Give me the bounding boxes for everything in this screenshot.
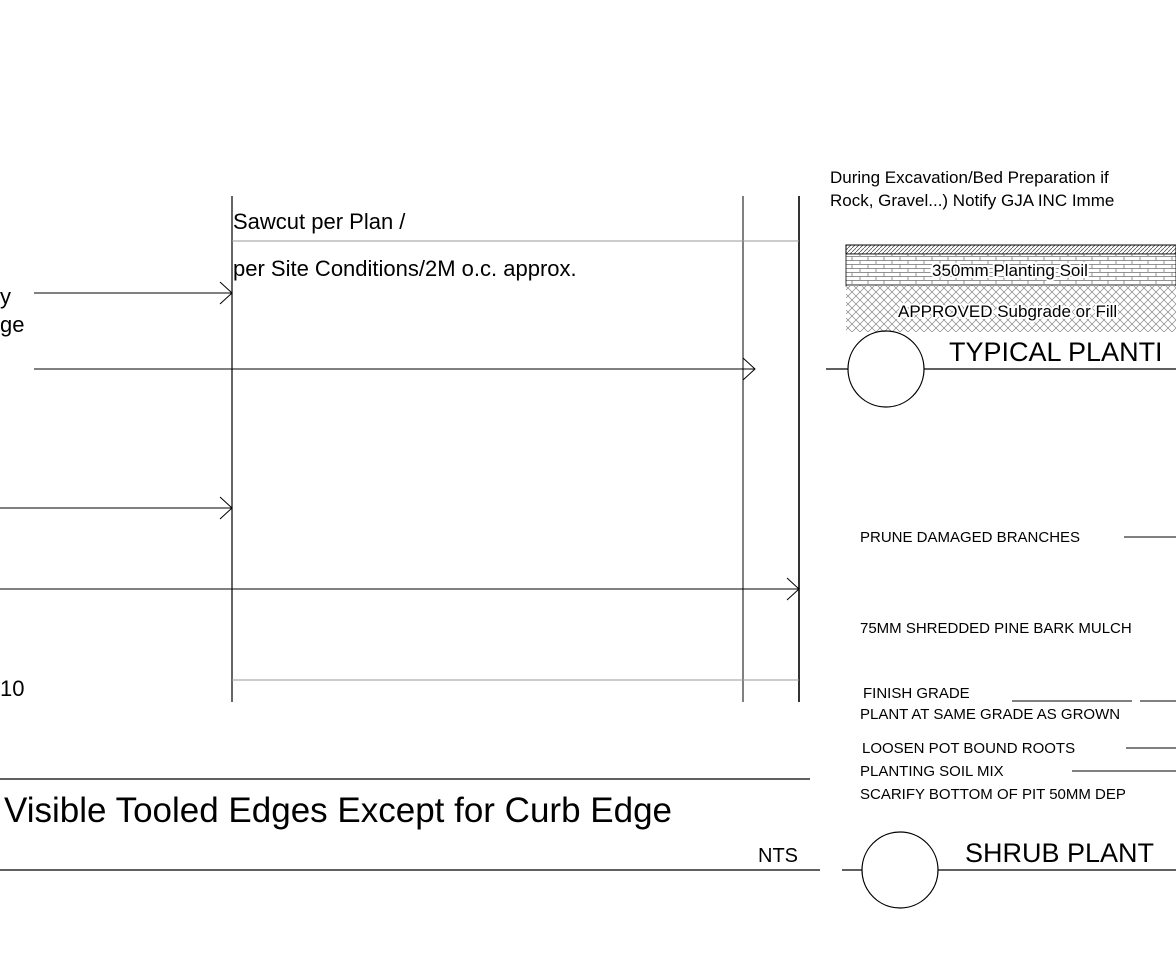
left-edge-detail: Sawcut per Plan / per Site Conditions/2M… bbox=[0, 196, 820, 871]
callout-prune: PRUNE DAMAGED BRANCHES bbox=[860, 529, 1080, 546]
callout-finish-grade: FINISH GRADE bbox=[863, 685, 970, 702]
label-sawcut-line-2: per Site Conditions/2M o.c. approx. bbox=[233, 256, 577, 281]
label-fragment-ge: ge bbox=[0, 312, 24, 337]
shrub-planting-detail: PRUNE DAMAGED BRANCHES 75MM SHREDDED PIN… bbox=[842, 529, 1176, 909]
shrub-detail-title: SHRUB PLANT bbox=[965, 838, 1154, 868]
leader-arrow-2 bbox=[34, 357, 756, 381]
planting-bed-detail: During Excavation/Bed Preparation if Roc… bbox=[826, 168, 1176, 408]
leader-arrow-4 bbox=[0, 577, 800, 601]
callout-soil-mix: PLANTING SOIL MIX bbox=[860, 763, 1004, 780]
mulch-layer bbox=[845, 244, 1176, 255]
planting-detail-bubble bbox=[847, 330, 925, 408]
layer-label-subgrade: APPROVED Subgrade or Fill bbox=[898, 302, 1117, 321]
planting-soil-layer bbox=[845, 253, 1176, 287]
callout-scarify: SCARIFY BOTTOM OF PIT 50MM DEP bbox=[860, 786, 1126, 803]
layer-label-soil: 350mm Planting Soil bbox=[932, 261, 1088, 280]
excavation-note-line-2: Rock, Gravel...) Notify GJA INC Imme bbox=[830, 191, 1114, 210]
leader-arrow-3 bbox=[0, 496, 233, 520]
label-fragment-y: y bbox=[0, 284, 11, 309]
label-fragment-10: 10 bbox=[0, 676, 24, 701]
shrub-detail-bubble bbox=[861, 831, 939, 909]
detail-title: Visible Tooled Edges Except for Curb Edg… bbox=[4, 791, 672, 830]
label-sawcut-line-1: Sawcut per Plan / bbox=[233, 209, 406, 234]
callout-mulch: 75MM SHREDDED PINE BARK MULCH bbox=[860, 620, 1132, 637]
scale-label: NTS bbox=[758, 845, 798, 867]
excavation-note-line-1: During Excavation/Bed Preparation if bbox=[830, 168, 1109, 187]
callout-same-grade: PLANT AT SAME GRADE AS GROWN bbox=[860, 706, 1120, 723]
planting-detail-title: TYPICAL PLANTI bbox=[949, 337, 1163, 367]
subgrade-layer bbox=[846, 286, 1176, 332]
callout-loosen-roots: LOOSEN POT BOUND ROOTS bbox=[862, 740, 1075, 757]
leader-arrow-1 bbox=[34, 281, 233, 305]
